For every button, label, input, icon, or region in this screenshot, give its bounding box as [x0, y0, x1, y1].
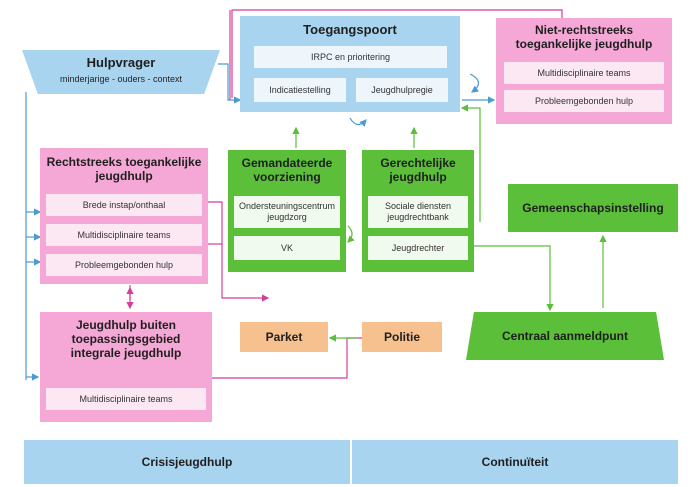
rechtstreeks-item-multidisciplinair: Multidisciplinaire teams [46, 224, 202, 246]
hulpvrager-box: Hulpvrager minderjarige - ouders - conte… [22, 50, 220, 94]
niet-rechtstreeks-item-probleemgebonden: Probleemgebonden hulp [504, 90, 664, 112]
buiten-item-multidisciplinair: Multidisciplinaire teams [46, 388, 206, 410]
pink-connectors [126, 9, 563, 379]
rechtstreeks-box: Rechtstreeks toegankelijke jeugdhulp Bre… [40, 148, 208, 284]
crisisjeugdhulp-label: Crisisjeugdhulp [141, 455, 233, 469]
politie-box: Politie [362, 322, 442, 352]
gemandateerde-title: Gemandateerde voorziening [241, 156, 333, 184]
toegangspoort-item-jeugdhulpregie: Jeugdhulpregie [356, 78, 448, 102]
niet-rechtstreeks-title: Niet-rechtstreeks toegankelijke jeugdhul… [515, 23, 653, 51]
gemeenschapsinstelling-title: Gemeenschapsinstelling [522, 201, 664, 215]
rechtstreeks-title: Rechtstreeks toegankelijke jeugdhulp [46, 155, 202, 183]
buiten-toepassingsgebied-title: Jeugdhulp buiten toepassingsgebied integ… [70, 318, 182, 360]
gerechtelijke-item-sociale-diensten: Sociale diensten jeugdrechtbank [368, 196, 468, 228]
gemeenschapsinstelling-box: Gemeenschapsinstelling [508, 184, 678, 232]
parket-title: Parket [265, 330, 303, 344]
centraal-aanmeldpunt-title: Centraal aanmeldpunt [501, 329, 629, 343]
toegangspoort-item-indicatiestelling: Indicatiestelling [254, 78, 346, 102]
gemandateerde-box: Gemandateerde voorziening Ondersteunings… [228, 150, 346, 272]
parket-box: Parket [240, 322, 328, 352]
green-connectors [292, 104, 607, 342]
blue-connectors [25, 63, 496, 381]
centraal-aanmeldpunt-box: Centraal aanmeldpunt [466, 312, 664, 360]
toegangspoort-item-irpc: IRPC en prioritering [254, 46, 447, 68]
buiten-toepassingsgebied-box: Jeugdhulp buiten toepassingsgebied integ… [40, 312, 212, 422]
toegangspoort-title: Toegangspoort [303, 22, 397, 37]
gerechtelijke-item-jeugdrechter: Jeugdrechter [368, 236, 468, 260]
hulpvrager-title: Hulpvrager [86, 55, 156, 70]
toegangspoort-box: Toegangspoort IRPC en prioritering Indic… [240, 16, 460, 112]
niet-rechtstreeks-item-multidisciplinair: Multidisciplinaire teams [504, 62, 664, 84]
gerechtelijke-title: Gerechtelijke jeugdhulp [380, 156, 456, 184]
hulpvrager-subtitle: minderjarige - ouders - context [59, 74, 183, 84]
continuiteit-bar: Continuïteit [352, 440, 678, 484]
gemandateerde-item-vk: VK [234, 236, 340, 260]
crisisjeugdhulp-bar: Crisisjeugdhulp [24, 440, 350, 484]
gemandateerde-item-ondersteuningscentrum: Ondersteuningscentrum jeugdzorg [234, 196, 340, 228]
rechtstreeks-item-probleemgebonden: Probleemgebonden hulp [46, 254, 202, 276]
rechtstreeks-item-brede-instap: Brede instap/onthaal [46, 194, 202, 216]
gerechtelijke-box: Gerechtelijke jeugdhulp Sociale diensten… [362, 150, 474, 272]
niet-rechtstreeks-box: Niet-rechtstreeks toegankelijke jeugdhul… [496, 18, 672, 124]
politie-title: Politie [383, 330, 420, 344]
continuiteit-label: Continuïteit [481, 455, 549, 469]
